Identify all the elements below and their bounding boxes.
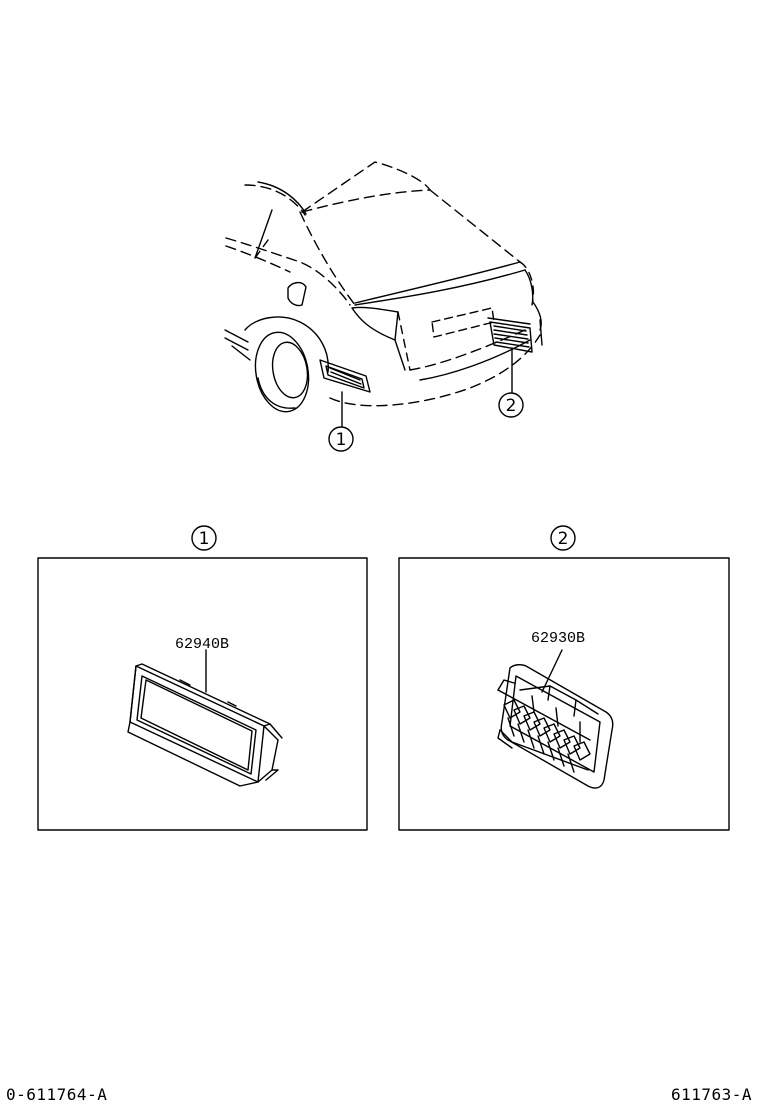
callout-circle-2 — [498, 392, 524, 418]
drawing-code-left: 0-611764-A — [6, 1085, 108, 1104]
drawing-code-right: 611763-A — [670, 1085, 752, 1104]
part-62930b-illustration — [497, 649, 614, 789]
vent-2-location-icon — [487, 317, 533, 353]
panel-1-callout-number: 1 — [199, 529, 210, 549]
part-62940b-illustration — [127, 649, 283, 787]
callout-number-2: 2 — [506, 396, 517, 416]
car-overview-illustration — [224, 161, 543, 427]
panel-2-callout-circle — [550, 525, 576, 551]
part-number-label-62940b: 62940B — [175, 636, 229, 653]
vent-1-location-icon — [319, 359, 371, 393]
callout-circle-1 — [328, 426, 354, 452]
panel-2-frame — [398, 557, 730, 831]
panel-2-callout-number: 2 — [558, 529, 569, 549]
panel-1-callout-circle — [191, 525, 217, 551]
part-number-label-62930b: 62930B — [531, 630, 585, 647]
callout-number-1: 1 — [336, 430, 347, 450]
panel-1-frame — [37, 557, 368, 831]
